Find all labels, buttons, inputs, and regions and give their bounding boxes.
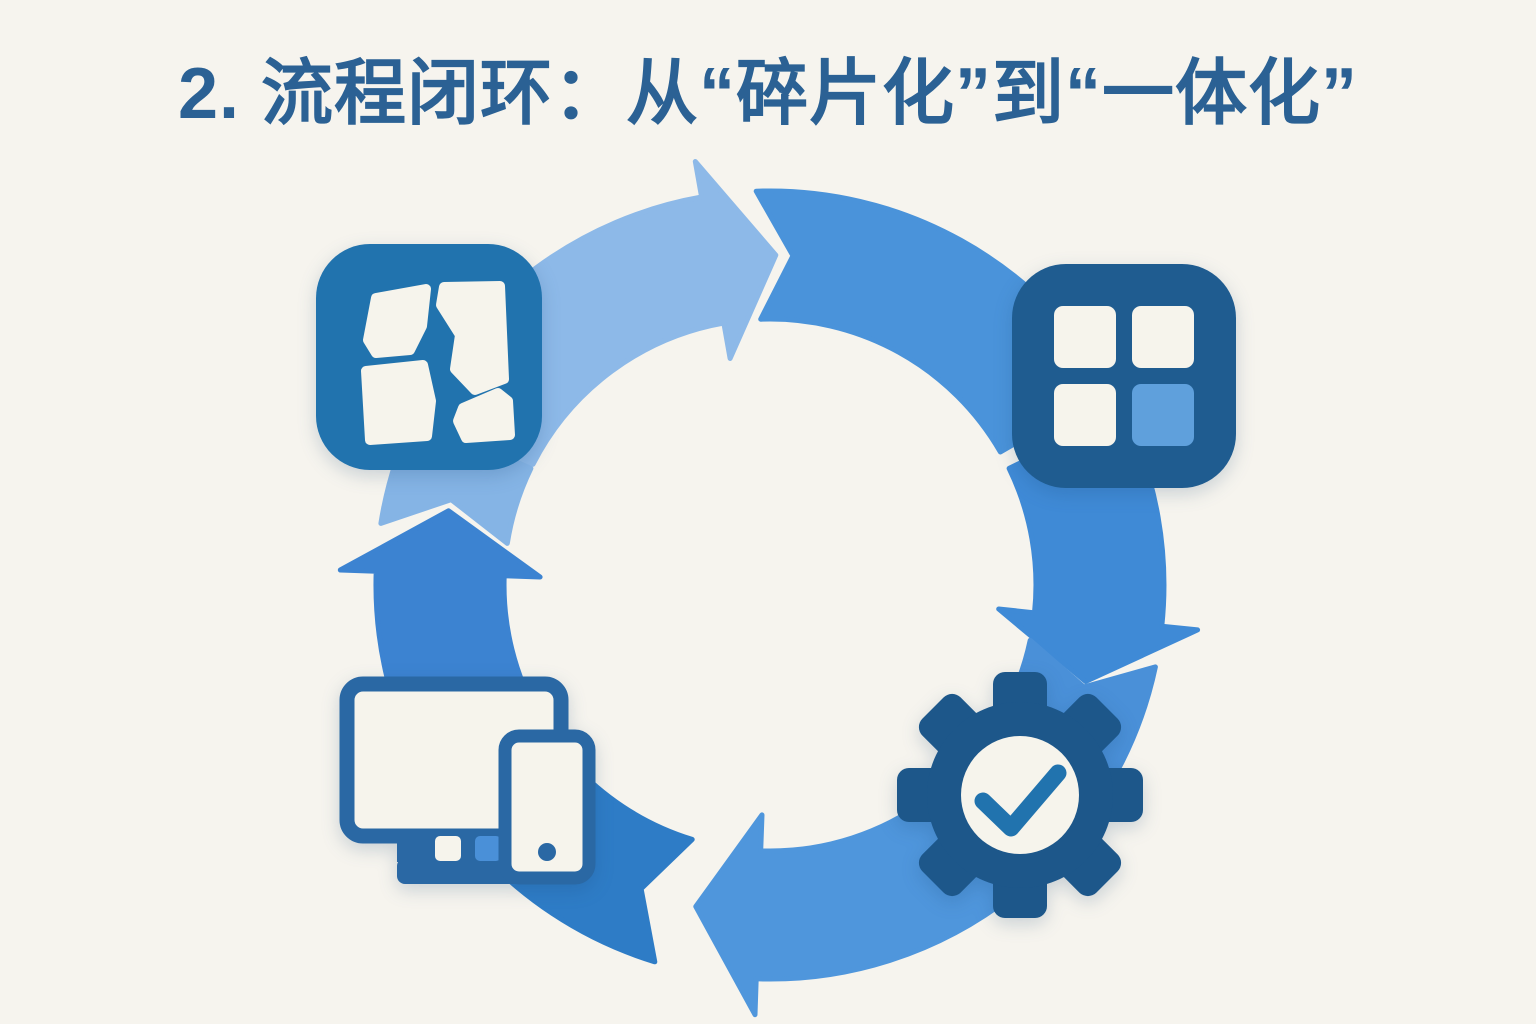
- crack-piece: [453, 388, 515, 443]
- page-title: 2. 流程闭环：从“碎片化”到“一体化”: [177, 54, 1359, 134]
- grid-cell-highlight: [1132, 384, 1194, 446]
- phone-home-button: [538, 843, 556, 861]
- grid-cell: [1054, 306, 1116, 368]
- grid-modules-icon: [1012, 264, 1236, 488]
- crack-piece: [363, 284, 431, 358]
- grid-cell: [1132, 306, 1194, 368]
- checkmark: [974, 764, 1067, 837]
- monitor-phone-icon: [339, 676, 596, 885]
- gear-check-icon: [897, 672, 1143, 918]
- grid-cell: [1054, 384, 1116, 446]
- phone: [498, 729, 596, 885]
- cracked-square-icon: [316, 244, 542, 470]
- crack-piece: [361, 360, 436, 445]
- crack-piece: [436, 281, 509, 395]
